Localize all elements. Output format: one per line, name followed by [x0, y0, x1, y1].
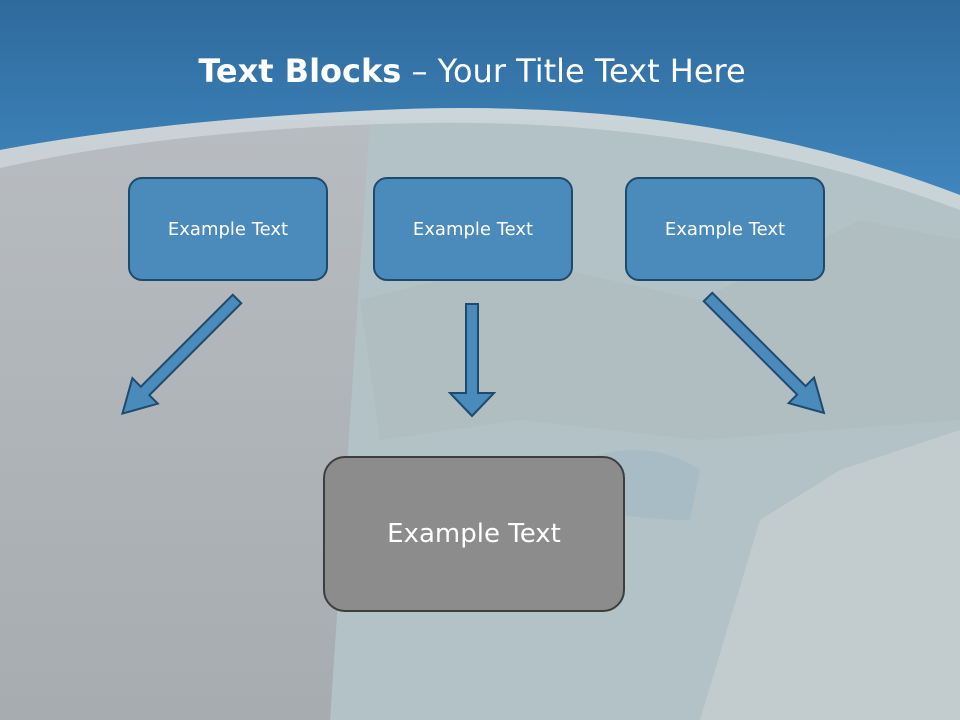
text-block-2[interactable]: Example Text [373, 177, 573, 281]
text-block-2-label: Example Text [412, 218, 534, 240]
mountain-right [700, 430, 960, 720]
header-highlight [0, 108, 960, 210]
text-block-3[interactable]: Example Text [625, 177, 825, 281]
slide-title: Text Blocks – Your Title Text Here [0, 52, 944, 90]
header-band [0, 0, 960, 195]
title-rest: Your Title Text Here [437, 52, 746, 90]
title-bold: Text Blocks [198, 52, 402, 90]
text-block-3-label: Example Text [664, 218, 786, 240]
title-separator: – [401, 52, 438, 90]
text-block-1[interactable]: Example Text [128, 177, 328, 281]
text-block-main-label: Example Text [387, 519, 561, 549]
text-block-1-label: Example Text [167, 218, 289, 240]
text-block-main[interactable]: Example Text [323, 456, 625, 612]
